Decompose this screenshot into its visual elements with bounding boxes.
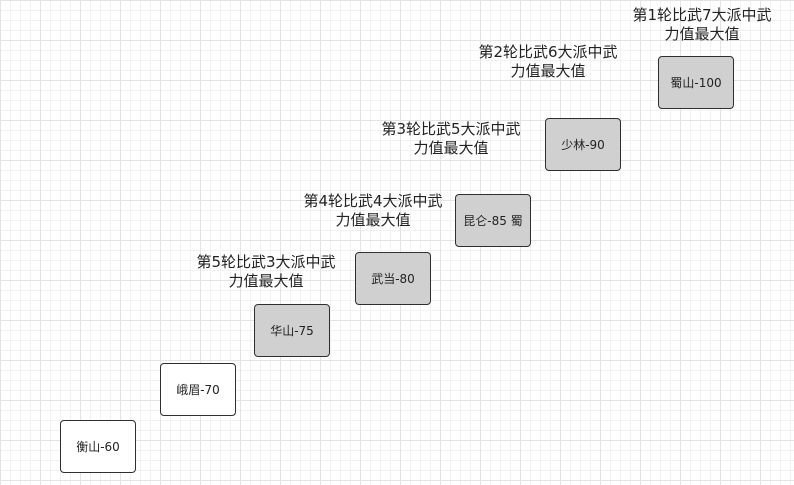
round-label-line1: 第5轮比武3大派中武 [196,253,336,271]
round-label-line2: 力值最大值 [335,211,411,229]
round-label-line1: 第2轮比武6大派中武 [478,43,618,61]
sect-label: 峨眉-70 [176,383,220,397]
sect-box-huashan[interactable]: 华山-75 [254,304,330,357]
round-label-line2: 力值最大值 [228,272,304,290]
round-label-4: 第4轮比武4大派中武 力值最大值 [288,192,458,230]
sect-label: 华山-75 [270,324,314,338]
round-label-line1: 第1轮比武7大派中武 [632,6,772,24]
sect-box-shaolin[interactable]: 少林-90 [545,118,621,171]
sect-box-wudang[interactable]: 武当-80 [355,252,431,305]
round-label-2: 第2轮比武6大派中武 力值最大值 [463,43,633,81]
round-label-5: 第5轮比武3大派中武 力值最大值 [181,253,351,291]
round-label-line2: 力值最大值 [413,139,489,157]
sect-label: 少林-90 [561,138,605,152]
round-label-line1: 第3轮比武5大派中武 [381,120,521,138]
sect-box-shushan[interactable]: 蜀山-100 [658,56,734,109]
round-label-line2: 力值最大值 [510,62,586,80]
sect-box-hengshan[interactable]: 衡山-60 [60,420,136,473]
round-label-3: 第3轮比武5大派中武 力值最大值 [366,120,536,158]
round-label-line1: 第4轮比武4大派中武 [303,192,443,210]
sect-label: 衡山-60 [76,440,120,454]
sect-label: 武当-80 [371,272,415,286]
round-label-1: 第1轮比武7大派中武 力值最大值 [617,6,787,44]
round-label-line2: 力值最大值 [664,25,740,43]
sect-label: 昆仑-85 蜀 [463,214,523,228]
sect-box-emei[interactable]: 峨眉-70 [160,363,236,416]
sect-box-kunlun[interactable]: 昆仑-85 蜀 [455,194,531,247]
sect-label: 蜀山-100 [670,76,722,90]
